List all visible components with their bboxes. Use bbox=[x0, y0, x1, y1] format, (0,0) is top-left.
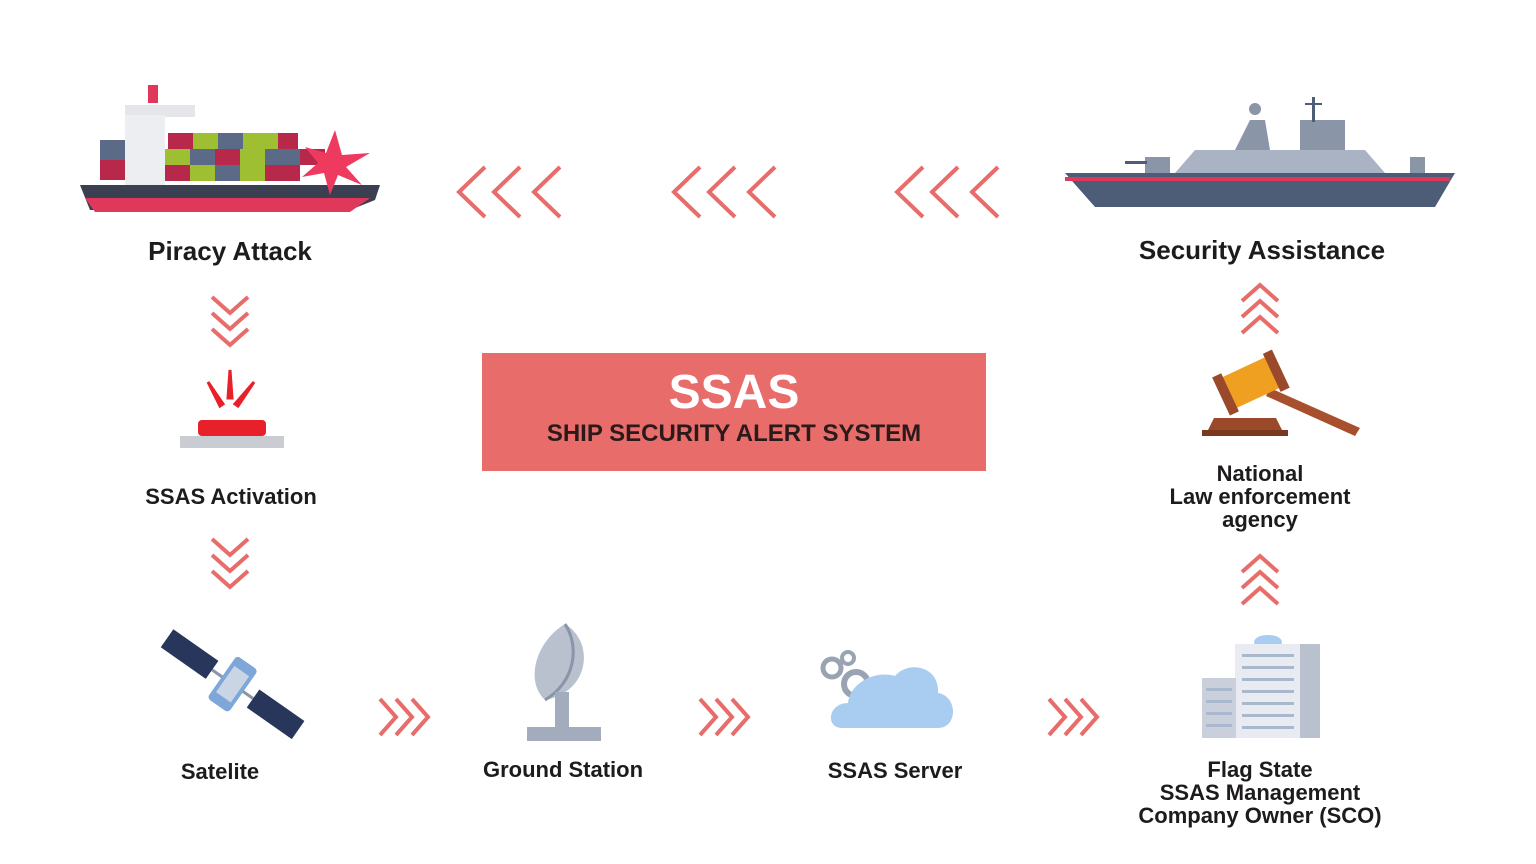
ssas-title-box: SSAS SHIP SECURITY ALERT SYSTEM bbox=[482, 353, 986, 471]
arrow-up-chevrons bbox=[1240, 553, 1280, 606]
arrow-right-chevrons bbox=[378, 697, 431, 737]
node-label-ground-station: Ground Station bbox=[482, 757, 644, 782]
arrow-left-chevrons bbox=[456, 165, 562, 219]
alarm-button-icon bbox=[180, 369, 284, 448]
arrow-up-chevrons bbox=[1240, 282, 1280, 335]
node-label-piracy-attack: Piracy Attack bbox=[148, 236, 312, 266]
arrow-left-chevrons bbox=[894, 165, 1000, 219]
node-label-ssas-server: SSAS Server bbox=[827, 758, 963, 783]
satellite-dish-icon bbox=[527, 623, 601, 741]
node-label-security-assistance: Security Assistance bbox=[1138, 235, 1386, 265]
satellite-icon bbox=[160, 629, 305, 740]
label-line: agency bbox=[1222, 507, 1298, 532]
node-label-satelite: Satelite bbox=[180, 759, 260, 784]
cargo-ship-icon bbox=[80, 85, 380, 212]
label-line: Law enforcement bbox=[1169, 484, 1351, 509]
warship-icon bbox=[1065, 97, 1455, 207]
label-line: SSAS Management bbox=[1159, 780, 1361, 805]
office-building-icon bbox=[1202, 635, 1320, 738]
arrow-right-chevrons bbox=[1047, 697, 1100, 737]
node-label-flag-state: Flag State SSAS Management Company Owner… bbox=[1138, 758, 1381, 827]
node-label-ssas-activation: SSAS Activation bbox=[145, 484, 317, 509]
arrow-left-chevrons bbox=[671, 165, 777, 219]
label-line: Company Owner (SCO) bbox=[1138, 803, 1382, 828]
ssas-subtitle: SHIP SECURITY ALERT SYSTEM bbox=[546, 420, 922, 447]
node-label-law-enforcement: National Law enforcement agency bbox=[1170, 462, 1351, 531]
arrow-down-chevrons bbox=[210, 537, 250, 590]
label-line: National bbox=[1216, 461, 1304, 486]
cloud-server-icon bbox=[820, 650, 953, 728]
label-line: Flag State bbox=[1207, 757, 1313, 782]
arrow-down-chevrons bbox=[210, 295, 250, 348]
arrow-right-chevrons bbox=[698, 697, 751, 737]
ssas-title: SSAS bbox=[668, 366, 800, 419]
gavel-icon bbox=[1202, 349, 1360, 436]
